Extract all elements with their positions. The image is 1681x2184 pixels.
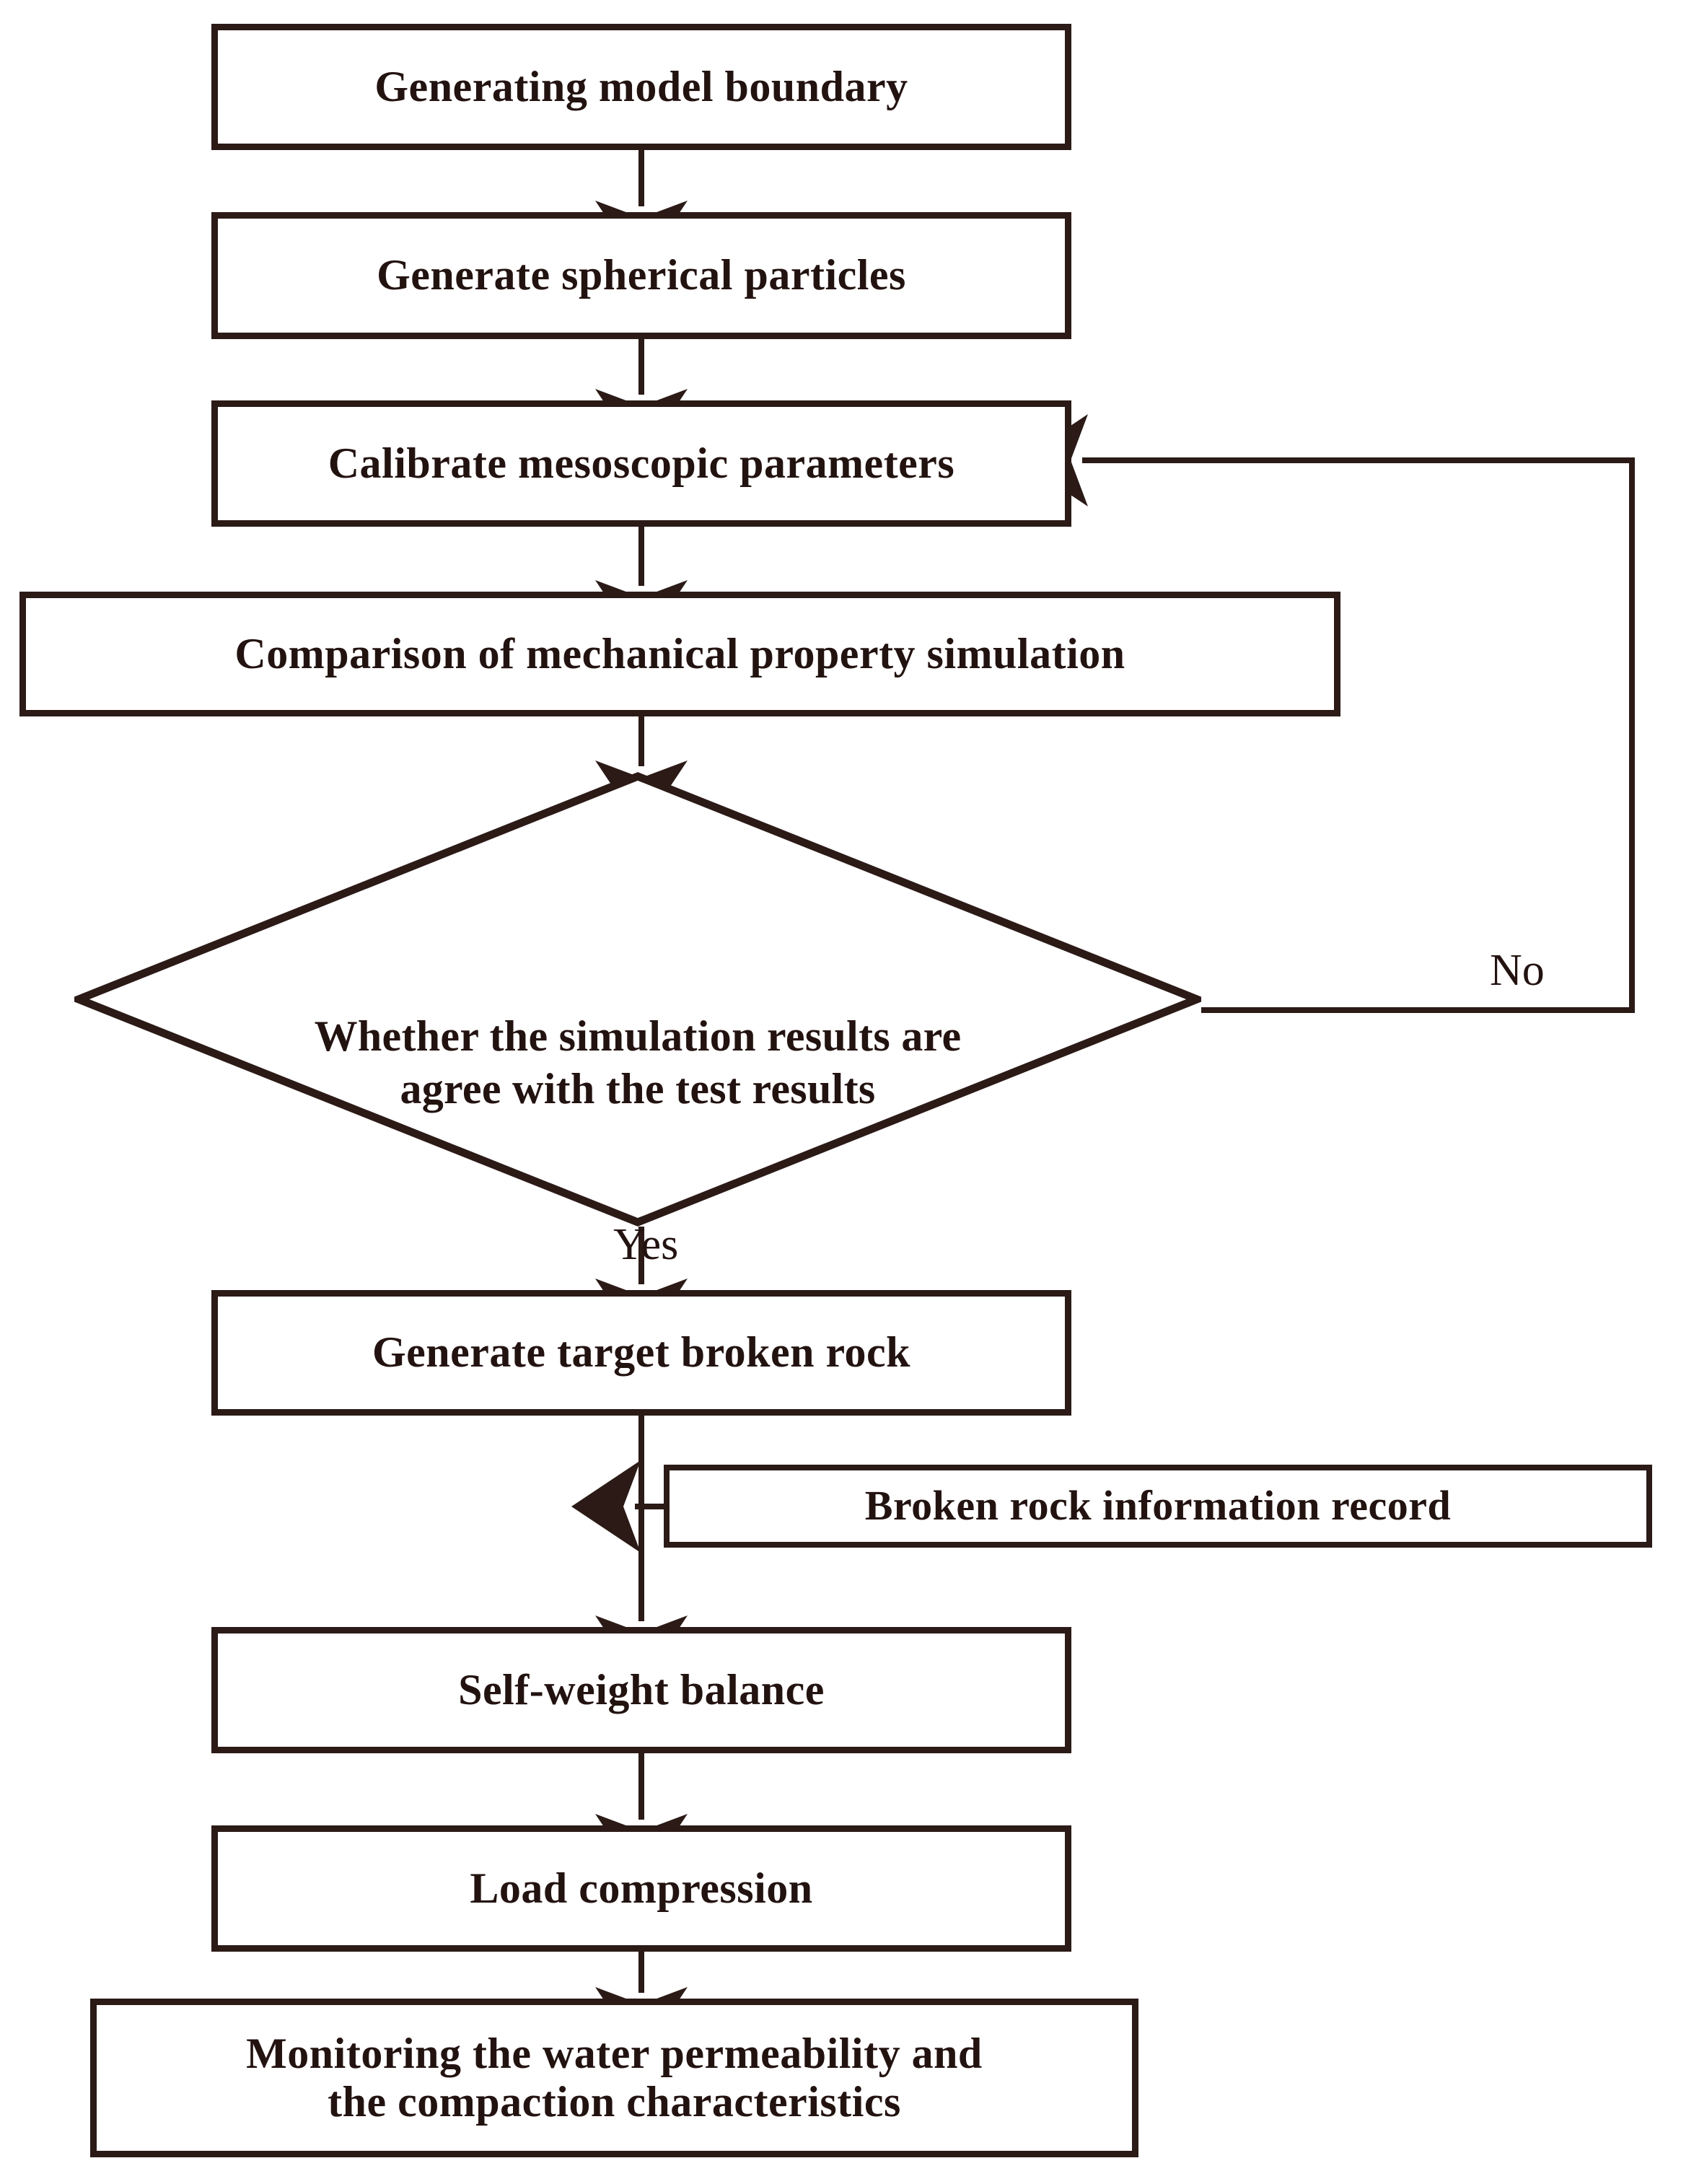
edge-label-yes: Yes bbox=[613, 1220, 679, 1269]
decision-label-line1: Whether the simulation results are bbox=[314, 1012, 962, 1060]
node-label: Generate spherical particles bbox=[377, 251, 906, 299]
node-label: Calibrate mesoscopic parameters bbox=[328, 439, 955, 487]
node-label: Monitoring the water permeability and th… bbox=[97, 2030, 1132, 2126]
node-generate-spherical-particles[interactable]: Generate spherical particles bbox=[211, 212, 1071, 339]
decision-label: Whether the simulation results are agree… bbox=[197, 1010, 1079, 1115]
node-load-compression[interactable]: Load compression bbox=[211, 1825, 1071, 1952]
node-label: Comparison of mechanical property simula… bbox=[234, 629, 1125, 677]
node-label: Self-weight balance bbox=[458, 1665, 825, 1714]
edge-label-no: No bbox=[1490, 946, 1545, 995]
node-decision-simulation-vs-test[interactable]: Whether the simulation results are agree… bbox=[74, 772, 1201, 1227]
node-label: Generating model boundary bbox=[374, 62, 908, 110]
node-label-line1: Monitoring the water permeability and bbox=[246, 2029, 983, 2077]
decision-label-line2: agree with the test results bbox=[400, 1065, 876, 1113]
node-label: Broken rock information record bbox=[864, 1482, 1452, 1530]
node-monitoring-water-permeability-and-compaction[interactable]: Monitoring the water permeability and th… bbox=[90, 1999, 1138, 2157]
node-calibrate-mesoscopic-parameters[interactable]: Calibrate mesoscopic parameters bbox=[211, 400, 1071, 527]
node-label-line2: the compaction characteristics bbox=[328, 2078, 901, 2126]
node-self-weight-balance[interactable]: Self-weight balance bbox=[211, 1627, 1071, 1753]
node-label: Generate target broken rock bbox=[372, 1328, 911, 1377]
node-generate-target-broken-rock[interactable]: Generate target broken rock bbox=[211, 1290, 1071, 1416]
node-generating-model-boundary[interactable]: Generating model boundary bbox=[211, 24, 1071, 150]
node-broken-rock-information-record[interactable]: Broken rock information record bbox=[664, 1465, 1652, 1548]
node-comparison-of-mechanical-property-simulation[interactable]: Comparison of mechanical property simula… bbox=[19, 592, 1340, 716]
node-label: Load compression bbox=[470, 1864, 813, 1912]
diamond-shape bbox=[74, 772, 1201, 1227]
edge-decision-no-to-calibrate bbox=[1019, 414, 1635, 1013]
